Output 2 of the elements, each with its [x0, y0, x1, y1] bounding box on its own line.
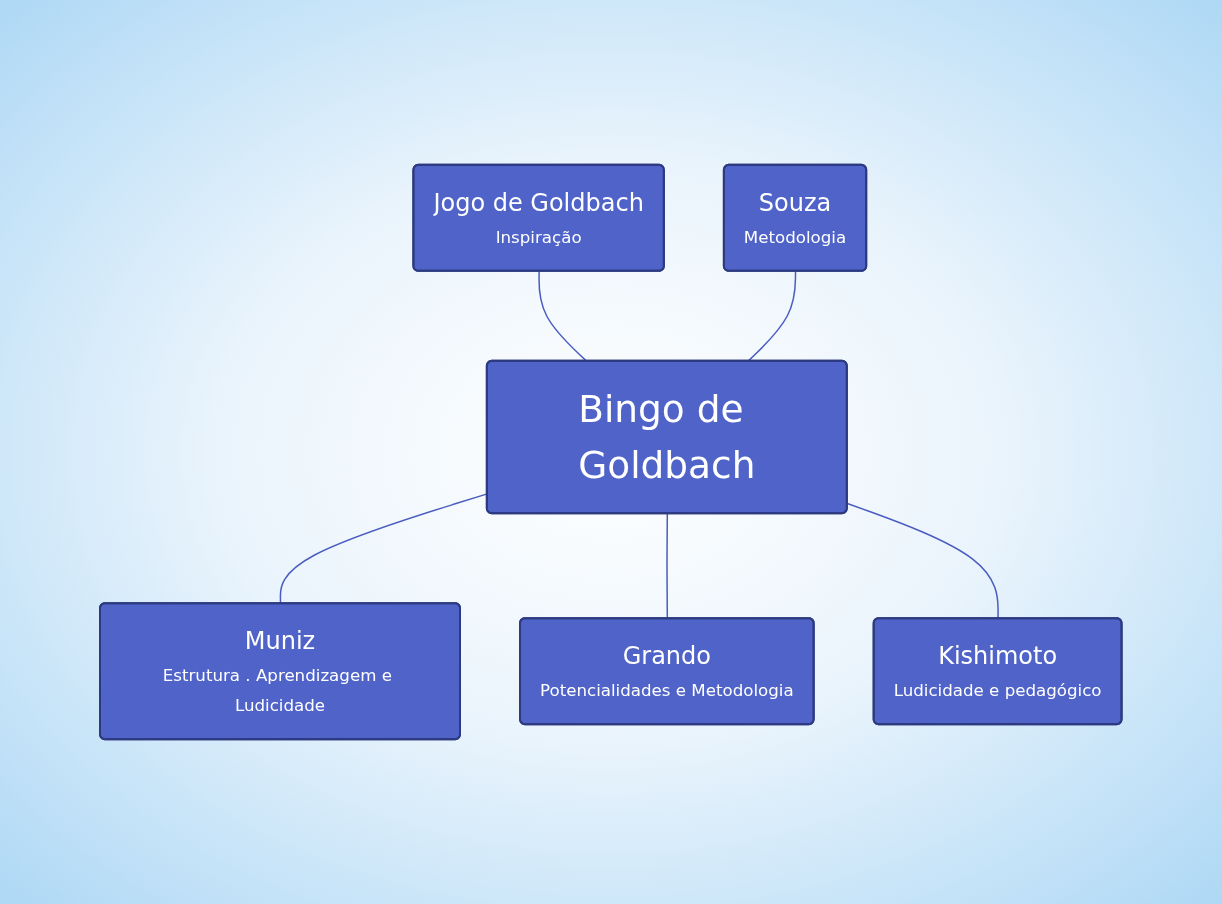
connector: [666, 512, 669, 620]
connector: [846, 502, 1000, 620]
